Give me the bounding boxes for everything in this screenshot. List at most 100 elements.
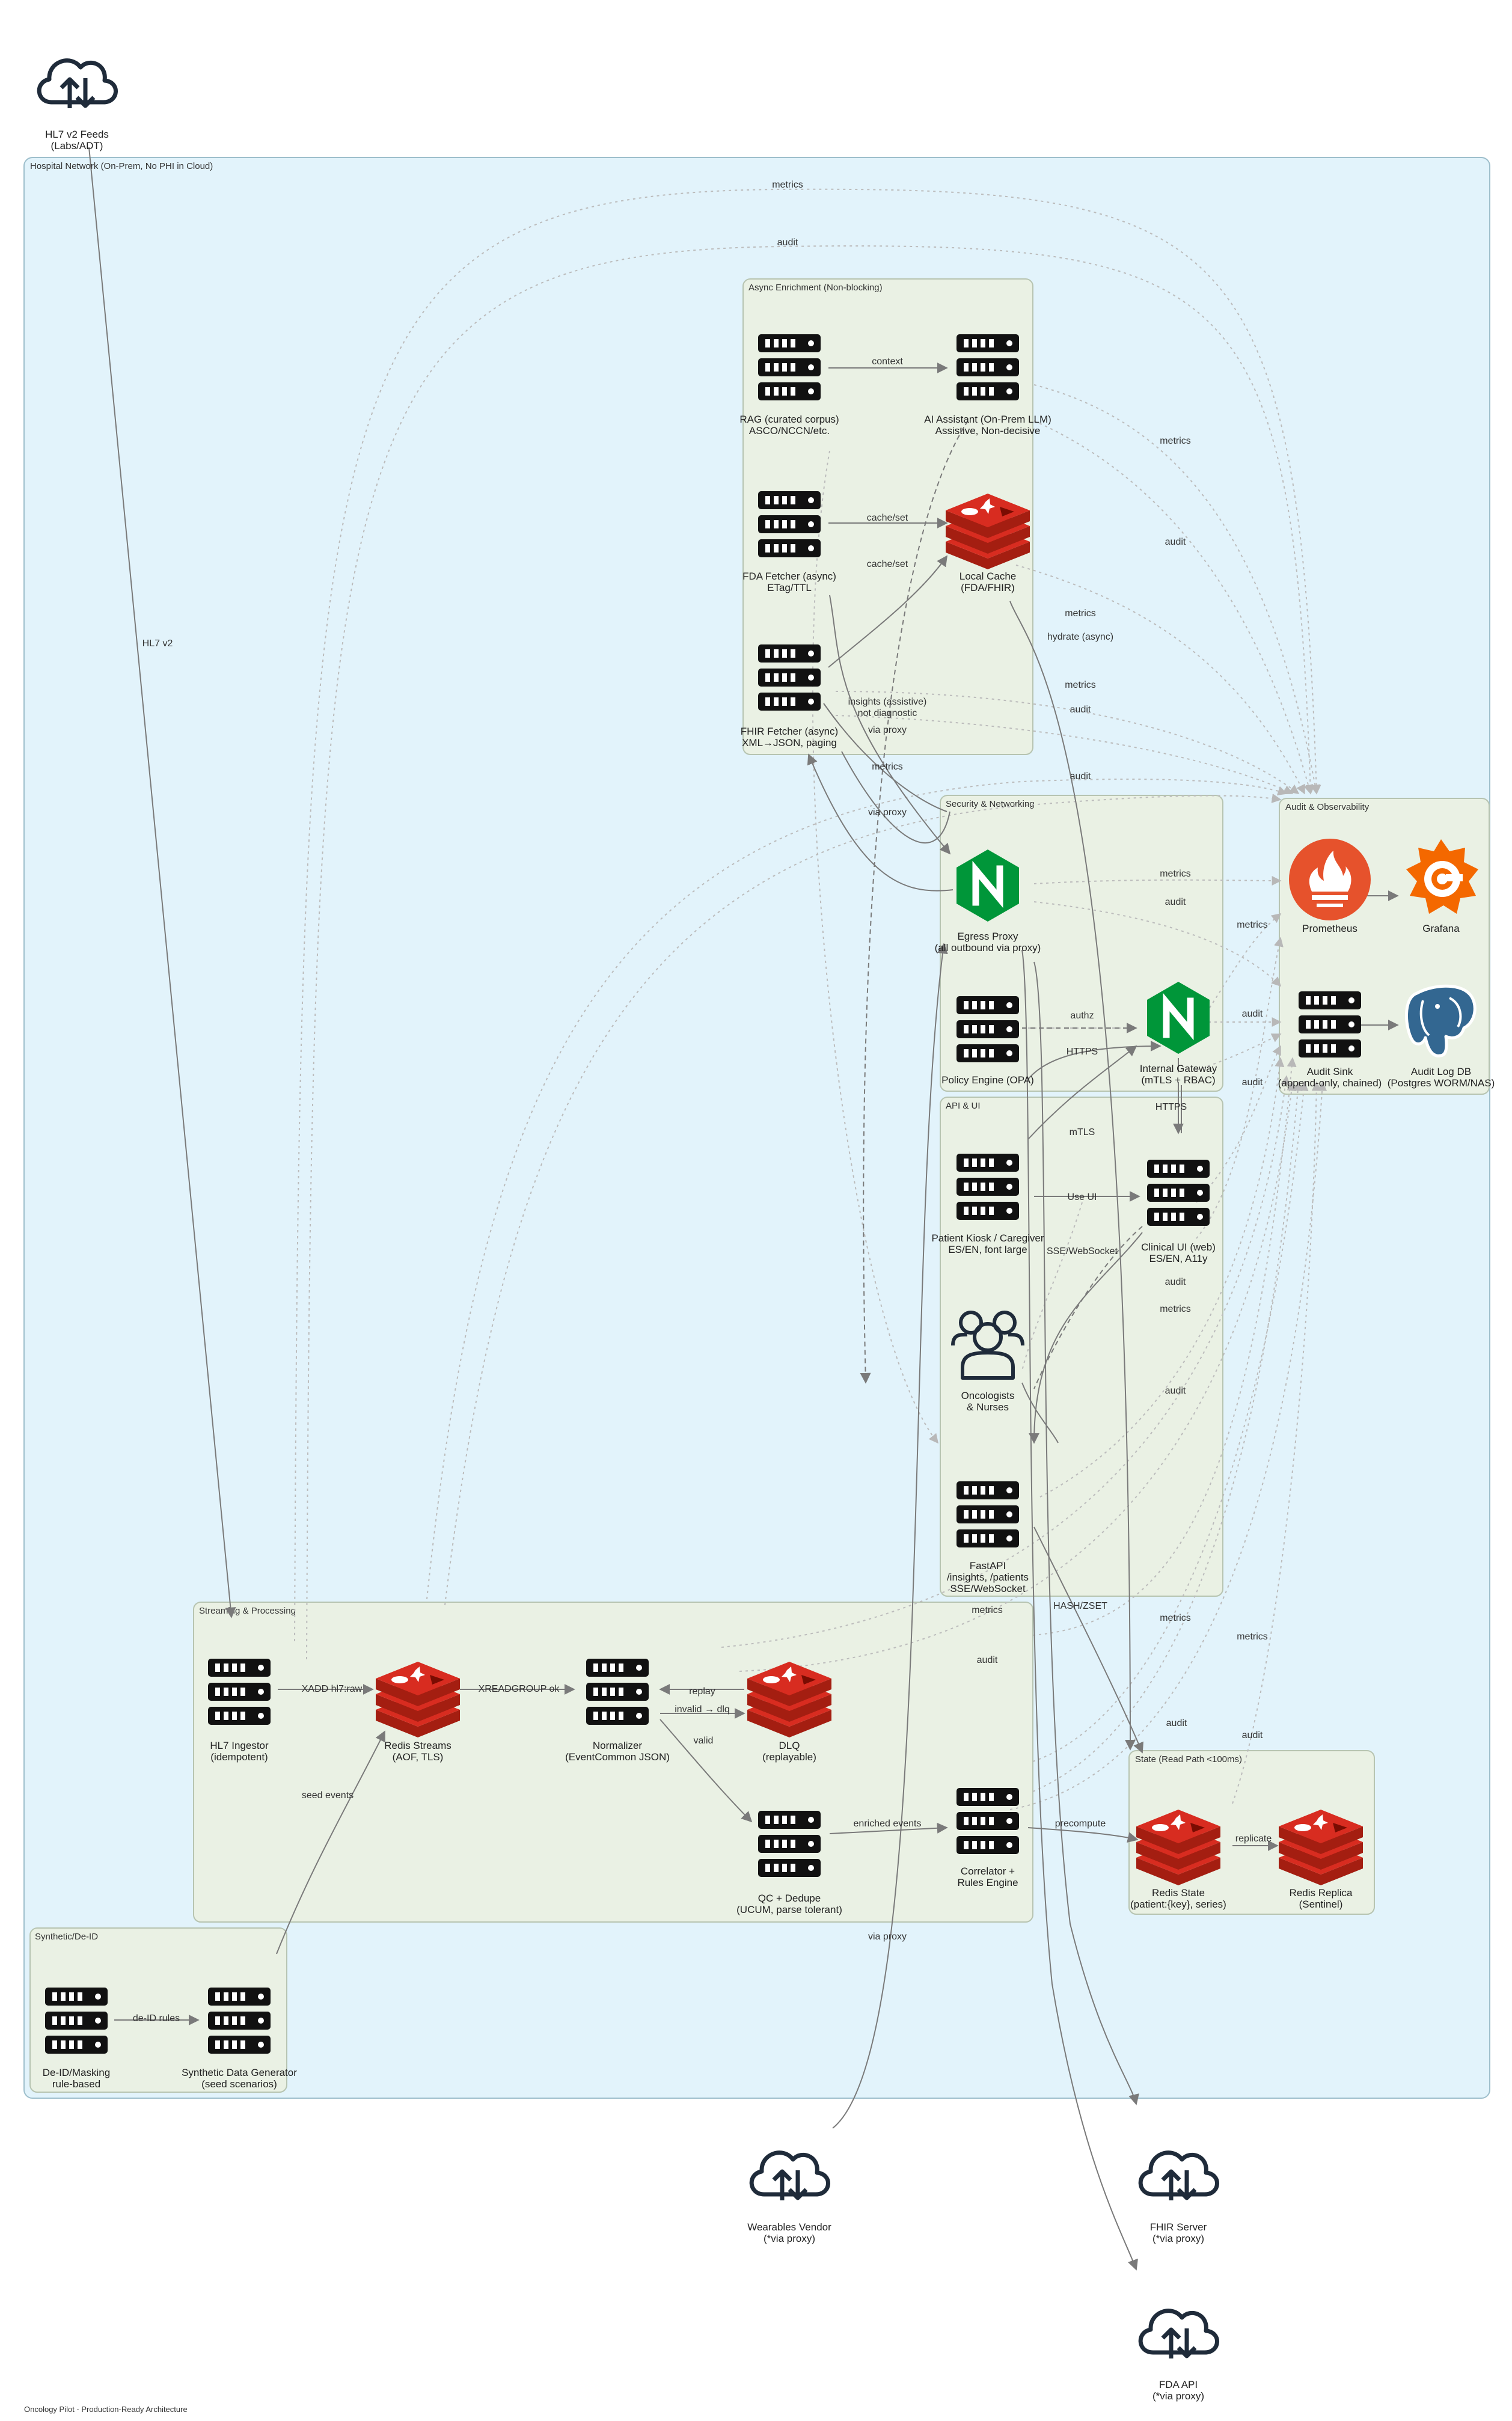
node-fda-api-label-2: (*via proxy): [1152, 2390, 1204, 2402]
node-fastapi-label-3: SSE/WebSocket: [950, 1583, 1026, 1594]
server-icon: [586, 1659, 649, 1725]
edge-label-audit-mid: audit: [1070, 771, 1091, 782]
node-redis-streams-label-2: (AOF, TLS): [393, 1751, 444, 1763]
node-deid[interactable]: De-ID/Masking rule-based: [43, 1988, 110, 2090]
node-rag-label-2: ASCO/NCCN/etc.: [749, 425, 830, 436]
edge-label-xadd: XADD hl7:raw: [302, 1684, 363, 1694]
cluster-audit-label: Audit & Observability: [1285, 802, 1370, 812]
edge-label-mtls: mTLS: [1070, 1127, 1095, 1137]
edge-label-replicate: replicate: [1235, 1834, 1272, 1844]
server-icon: [758, 334, 821, 400]
server-icon: [956, 334, 1019, 400]
edge-label-authz: authz: [1070, 1011, 1094, 1021]
node-hl7-ingestor[interactable]: HL7 Ingestor (idempotent): [208, 1659, 271, 1763]
node-oncologists[interactable]: Oncologists & Nurses: [953, 1312, 1023, 1413]
node-synth-gen-label-2: (seed scenarios): [201, 2078, 277, 2090]
node-clinical-ui[interactable]: Clinical UI (web) ES/EN, A11y: [1141, 1160, 1216, 1264]
node-audit-db[interactable]: Audit Log DB (Postgres WORM/NAS): [1388, 986, 1495, 1089]
edge-label-valid: valid: [694, 1736, 714, 1746]
cluster-state-label: State (Read Path <100ms): [1135, 1754, 1242, 1764]
diagram-footer: Oncology Pilot - Production-Ready Archit…: [24, 2405, 188, 2414]
node-ai-assistant[interactable]: AI Assistant (On-Prem LLM) Assistive, No…: [924, 334, 1051, 436]
edge-label-audit-gw: audit: [1242, 1009, 1263, 1019]
edge-label-hash-zset: HASH/ZSET: [1053, 1601, 1107, 1611]
data-edges: [88, 147, 1399, 2271]
node-dlq[interactable]: DLQ (replayable): [747, 1662, 831, 1763]
node-wearables-label-1: Wearables Vendor: [747, 2221, 831, 2233]
node-hl7-ingestor-label-1: HL7 Ingestor: [210, 1740, 269, 1751]
node-redis-streams[interactable]: Redis Streams (AOF, TLS): [376, 1662, 460, 1763]
node-internal-gateway[interactable]: Internal Gateway (mTLS + RBAC): [1140, 982, 1217, 1086]
server-icon: [1299, 991, 1361, 1057]
node-fda-api[interactable]: FDA API (*via proxy): [1140, 2311, 1217, 2402]
node-kiosk-label-1: Patient Kiosk / Caregiver: [931, 1232, 1044, 1244]
node-prometheus[interactable]: Prometheus: [1289, 839, 1371, 934]
node-fastapi-label-1: FastAPI: [970, 1560, 1006, 1572]
node-internal-gateway-label-2: (mTLS + RBAC): [1141, 1074, 1215, 1086]
edge-label-audit-ui-side: audit: [1242, 1077, 1263, 1088]
edge-label-xreadgroup: XREADGROUP ok: [479, 1684, 560, 1694]
node-grafana-label-1: Grafana: [1422, 923, 1460, 934]
server-icon: [1147, 1160, 1210, 1226]
node-kiosk[interactable]: Patient Kiosk / Caregiver ES/EN, font la…: [931, 1154, 1044, 1255]
edge-label-cache-set-fhir: cache/set: [867, 559, 908, 569]
edge-label-precompute: precompute: [1055, 1819, 1106, 1829]
node-fhir-server[interactable]: FHIR Server (*via proxy): [1140, 2153, 1217, 2244]
node-egress-proxy[interactable]: Egress Proxy (all outbound via proxy): [935, 849, 1041, 953]
node-qc-dedupe[interactable]: QC + Dedupe (UCUM, parse tolerant): [736, 1811, 842, 1915]
dashed-edges: [860, 420, 1143, 1389]
node-clinical-ui-label-1: Clinical UI (web): [1141, 1241, 1216, 1253]
server-icon: [758, 644, 821, 711]
node-local-cache[interactable]: Local Cache (FDA/FHIR): [946, 494, 1030, 593]
node-correlator[interactable]: Correlator + Rules Engine: [956, 1788, 1019, 1888]
edge-label-invalid-dlq: invalid → dlq: [675, 1704, 730, 1715]
node-fhir-fetcher[interactable]: FHIR Fetcher (async) XML→JSON, paging: [741, 644, 838, 748]
edge-label-enriched-events: enriched events: [854, 1819, 922, 1829]
edge-label-via-proxy-bottom: via proxy: [868, 1932, 907, 1942]
node-redis-state[interactable]: Redis State (patient:{key}, series): [1130, 1810, 1226, 1910]
node-fda-fetcher[interactable]: FDA Fetcher (async) ETag/TTL: [742, 491, 836, 593]
cloud-icon: [1140, 2153, 1217, 2200]
node-audit-sink-label-2: (append-only, chained): [1278, 1077, 1382, 1089]
edge-label-metrics-egress: metrics: [1160, 869, 1191, 879]
cluster-hospital-label: Hospital Network (On-Prem, No PHI in Clo…: [30, 161, 213, 171]
edge-label-metrics-obs: metrics: [1237, 920, 1268, 930]
edge-label-audit-api: audit: [1165, 1386, 1186, 1396]
edge-label-sse-ws: SSE/WebSocket: [1047, 1246, 1118, 1256]
edge-label-use-ui: Use UI: [1068, 1192, 1097, 1202]
node-qc-dedupe-label-1: QC + Dedupe: [758, 1893, 821, 1904]
edge-label-metrics-ai: metrics: [1160, 436, 1191, 446]
node-redis-state-label-1: Redis State: [1152, 1887, 1205, 1899]
server-icon: [956, 1154, 1019, 1220]
node-normalizer[interactable]: Normalizer (EventCommon JSON): [565, 1659, 670, 1763]
node-redis-state-label-2: (patient:{key}, series): [1130, 1899, 1226, 1910]
node-correlator-label-1: Correlator +: [961, 1865, 1015, 1877]
node-wearables[interactable]: Wearables Vendor (*via proxy): [747, 2153, 831, 2244]
node-redis-replica[interactable]: Redis Replica (Sentinel): [1279, 1810, 1363, 1910]
node-prometheus-label-1: Prometheus: [1302, 923, 1357, 934]
edge-label-insights: insights (assistive): [848, 697, 927, 707]
server-icon: [758, 491, 821, 557]
node-policy-engine[interactable]: Policy Engine (OPA): [941, 996, 1034, 1086]
cluster-streaming-label: Streaming & Processing: [199, 1606, 296, 1616]
edge-label-metrics-right2: metrics: [1237, 1632, 1268, 1642]
node-audit-sink-label-1: Audit Sink: [1307, 1066, 1353, 1077]
node-wearables-label-2: (*via proxy): [764, 2233, 815, 2244]
node-audit-sink[interactable]: Audit Sink (append-only, chained): [1278, 991, 1382, 1089]
server-icon: [956, 1481, 1019, 1547]
node-fastapi[interactable]: FastAPI /insights, /patients SSE/WebSock…: [947, 1481, 1029, 1594]
node-synth-gen[interactable]: Synthetic Data Generator (seed scenarios…: [182, 1988, 297, 2090]
edge-label-metrics-stream: metrics: [972, 1605, 1003, 1615]
node-local-cache-label-2: (FDA/FHIR): [961, 582, 1015, 593]
cluster-api-ui-label: API & UI: [946, 1101, 981, 1111]
node-correlator-label-2: Rules Engine: [957, 1877, 1018, 1888]
edge-label-audit-state1: audit: [1166, 1718, 1187, 1728]
node-synth-gen-label-1: Synthetic Data Generator: [182, 2067, 297, 2078]
node-hl7-feeds[interactable]: HL7 v2 Feeds (Labs/ADT): [39, 61, 115, 152]
edge-label-audit-state2: audit: [1242, 1730, 1263, 1740]
node-grafana[interactable]: Grafana: [1406, 839, 1478, 934]
edge-label-metrics-fhir: metrics: [1065, 680, 1096, 690]
node-local-cache-label-1: Local Cache: [960, 571, 1017, 582]
node-rag[interactable]: RAG (curated corpus) ASCO/NCCN/etc.: [739, 334, 839, 436]
